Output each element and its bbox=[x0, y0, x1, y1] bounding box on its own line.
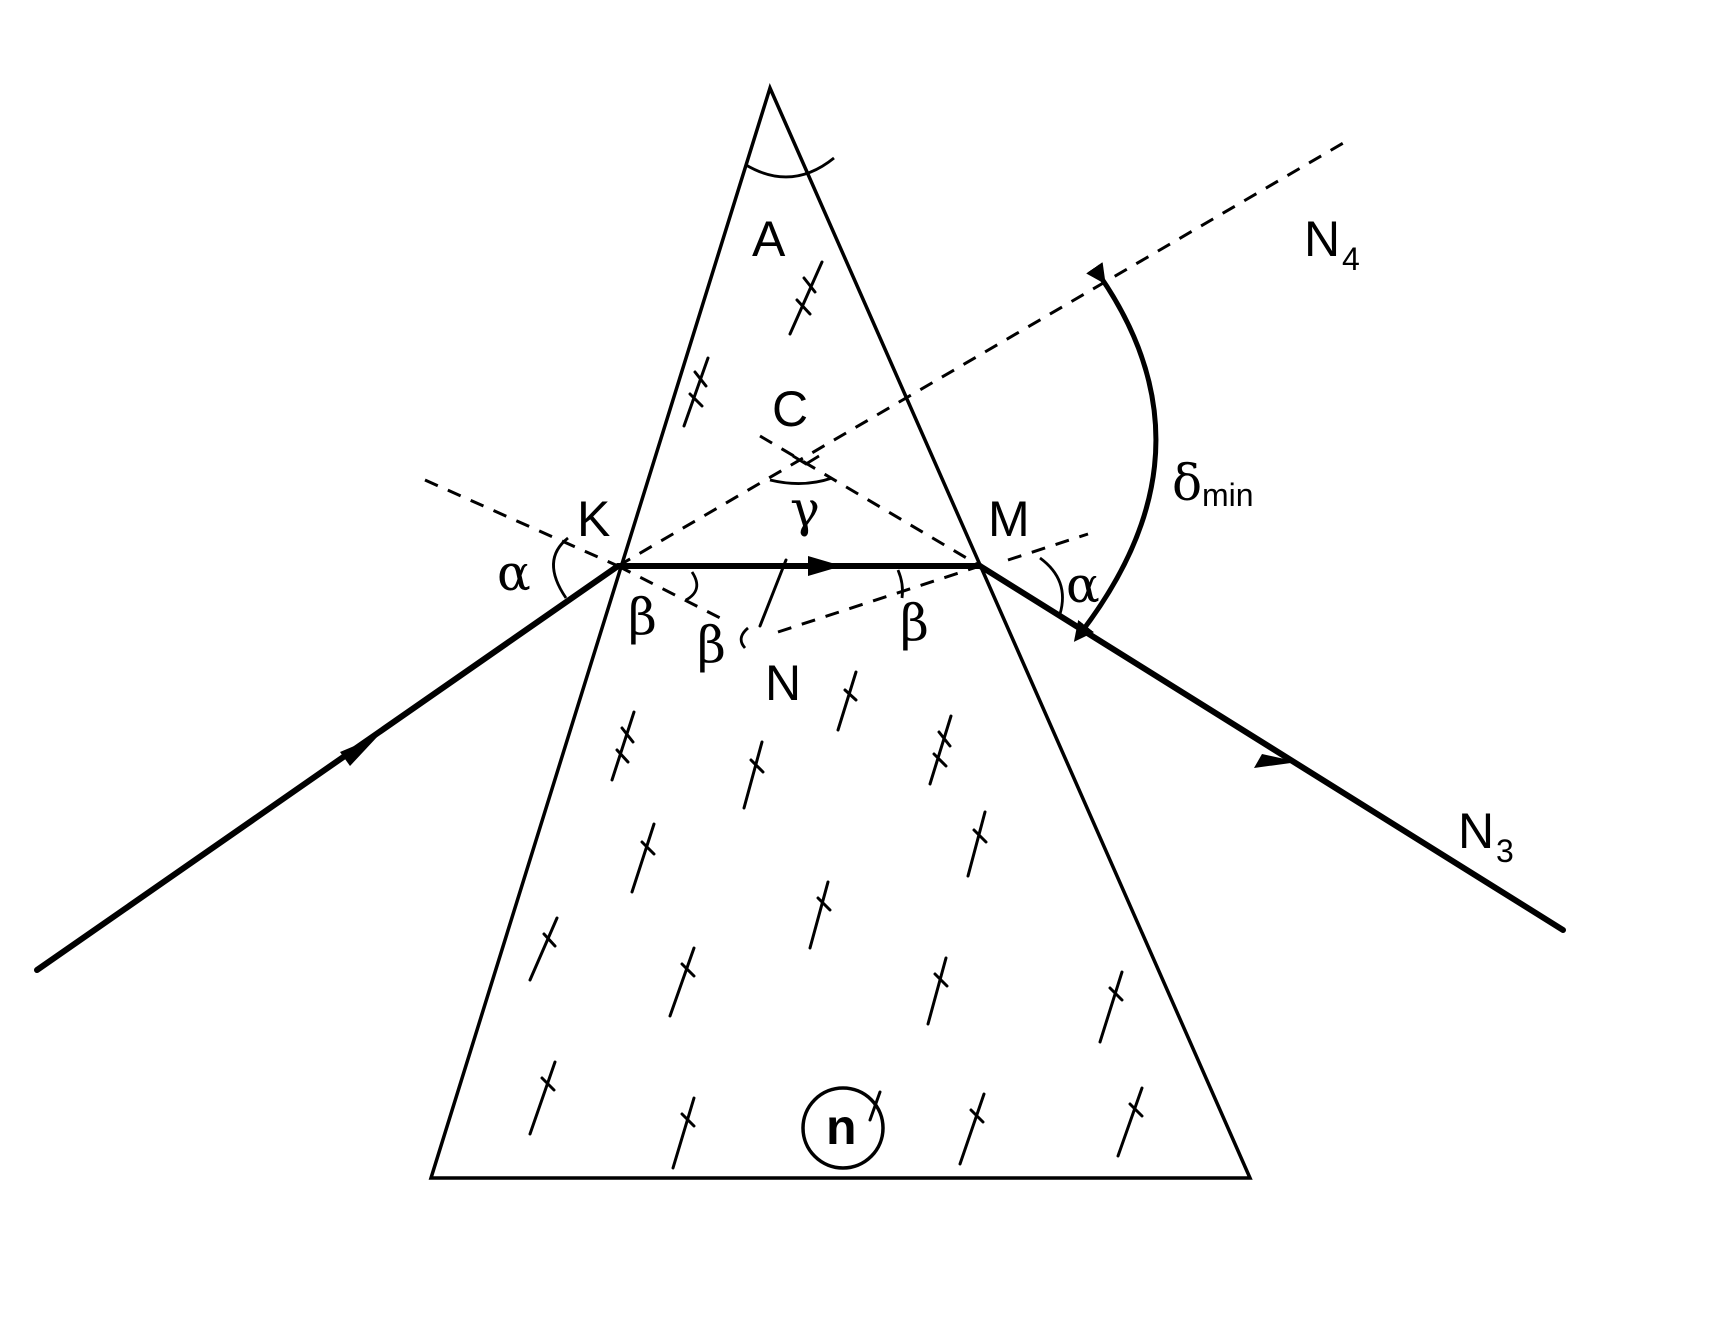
incident-ray bbox=[34, 563, 621, 973]
alpha-in-label: α bbox=[497, 544, 531, 602]
medium-circle bbox=[801, 1086, 885, 1170]
line-k-to-n bbox=[617, 564, 729, 624]
gamma-label: γ bbox=[790, 480, 820, 538]
svg-text:N: N bbox=[1458, 803, 1494, 859]
extension-label: N 4 bbox=[1304, 211, 1360, 277]
medium-label: n bbox=[826, 1099, 857, 1155]
beta-2-label: β bbox=[697, 616, 726, 674]
beta-2-angle-arc bbox=[739, 626, 749, 649]
beta-1-label: β bbox=[628, 588, 657, 646]
apex-angle-arc bbox=[745, 156, 835, 179]
beta-3-angle-arc bbox=[896, 569, 904, 599]
normal-line-at-k bbox=[424, 478, 619, 568]
alpha-in-angle-arc bbox=[552, 536, 569, 599]
center-label: C bbox=[772, 381, 808, 437]
beta-1-angle-arc bbox=[685, 571, 699, 602]
alpha-out-label: α bbox=[1066, 556, 1100, 614]
svg-text:4: 4 bbox=[1342, 241, 1360, 277]
prism-outline bbox=[428, 83, 1253, 1180]
emergent-ray-arrow bbox=[1254, 754, 1298, 768]
exit-point-label: M bbox=[988, 491, 1030, 547]
apex-label: A bbox=[752, 211, 786, 267]
deviation-arc bbox=[1073, 262, 1159, 642]
gamma-angle-arc bbox=[769, 476, 833, 485]
svg-text:δ: δ bbox=[1172, 454, 1202, 512]
prism-hatching bbox=[528, 260, 1144, 1170]
refracted-ray-arrow bbox=[808, 556, 842, 576]
incident-ray-arrow bbox=[340, 736, 378, 766]
normal-line-at-m bbox=[759, 434, 981, 568]
ray-extension-line bbox=[617, 140, 1346, 568]
svg-text:3: 3 bbox=[1496, 833, 1514, 869]
deviation-label: δ min bbox=[1172, 454, 1254, 513]
emergent-ray bbox=[977, 563, 1566, 933]
svg-text:min: min bbox=[1202, 477, 1254, 513]
beta-3-label: β bbox=[900, 594, 929, 652]
c-angle-mark bbox=[792, 454, 820, 466]
svg-text:N: N bbox=[1304, 211, 1340, 267]
ray-out-label: N 3 bbox=[1458, 803, 1514, 869]
entry-point-label: K bbox=[577, 491, 610, 547]
line-n-to-m bbox=[777, 564, 981, 634]
alpha-out-angle-arc bbox=[1039, 556, 1064, 615]
normal-point-label: N bbox=[765, 655, 801, 711]
